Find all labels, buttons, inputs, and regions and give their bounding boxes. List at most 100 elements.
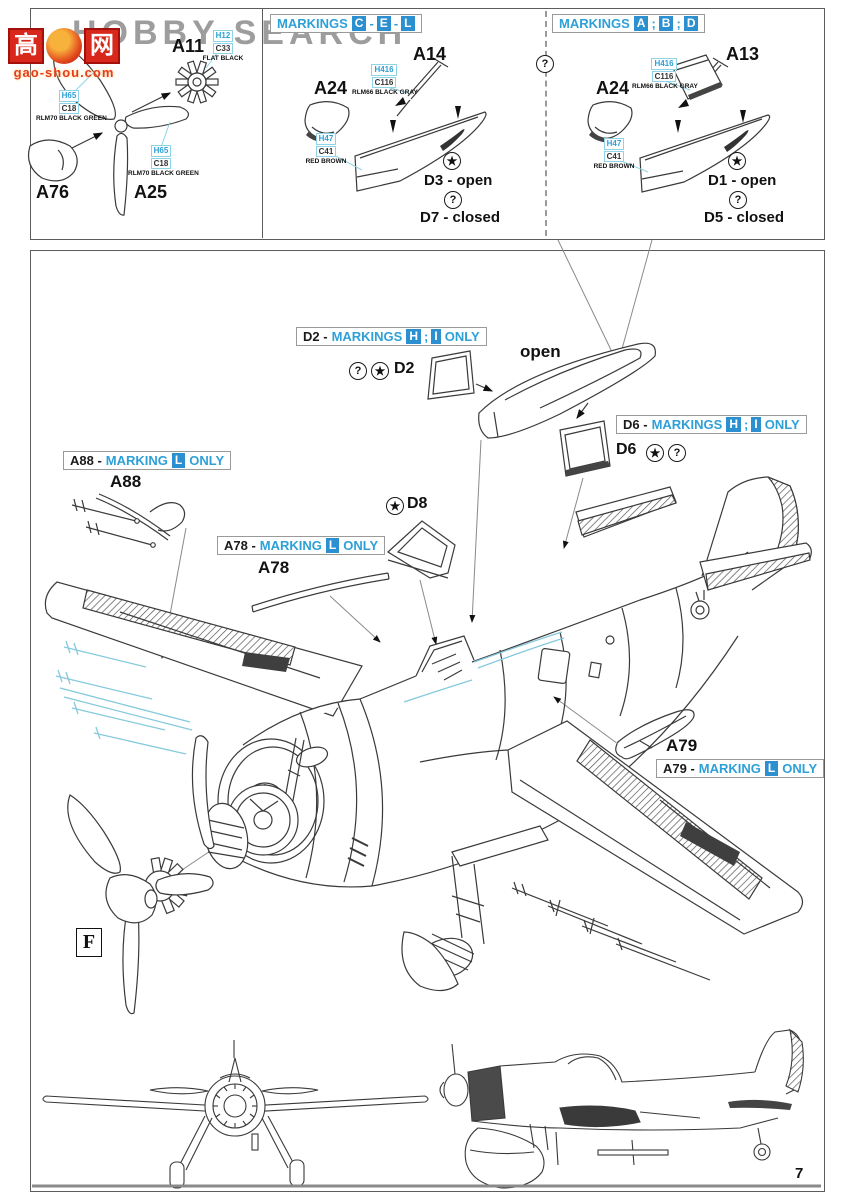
d3-open-label: D3 - open (424, 172, 493, 189)
part-label-a24: A24 (314, 78, 348, 98)
thumb-icon (46, 28, 82, 64)
d1-open-label: D1 - open (708, 172, 777, 189)
gao-shou-logo: 高 网 gao-shou.com (8, 28, 120, 80)
question-circle-icon: ? (349, 362, 367, 380)
side-view-drawing (439, 1028, 804, 1189)
part-ref: A88 - (70, 453, 102, 468)
cooling-fan-a11 (175, 60, 219, 104)
a79-marking-box: A79 - MARKING L ONLY (656, 759, 825, 778)
open-option-star-icon: ★ (386, 497, 404, 515)
markings-word: MARKINGS (559, 16, 630, 31)
open-option-star-icon: ★ (371, 362, 389, 380)
marking-letter-chip: L (325, 538, 340, 553)
main-aircraft-drawing (44, 476, 812, 992)
only-word: ONLY (343, 538, 379, 553)
mr-color-code: C41 (315, 145, 337, 157)
mr-color-code: C116 (371, 76, 397, 88)
part-label-a79: A79 (666, 736, 698, 755)
open-option-star-icon: ★ (646, 444, 664, 462)
canopy-parts-drawing (387, 342, 656, 579)
separator: - (393, 16, 399, 31)
question-circle-icon: ? (536, 55, 554, 73)
color-name: RLM66 BLACK GRAY (632, 83, 698, 90)
part-label-a25: A25 (134, 182, 168, 202)
part-ref: A79 - (663, 761, 695, 776)
marking-letter-chip: L (401, 16, 415, 31)
color-callout-rlm66-abd: H416 C116 RLM66 BLACK GRAY (632, 58, 698, 90)
part-label-a11: A11 (172, 36, 205, 56)
separator: ; (676, 16, 681, 31)
mr-color-code: C41 (603, 150, 625, 162)
open-position-label: open (520, 342, 561, 361)
gunze-code: H47 (603, 138, 625, 150)
gunze-code: H416 (651, 58, 677, 70)
part-ref: A78 - (224, 538, 256, 553)
assembly-ref-f-box: F (76, 928, 102, 957)
color-name: RLM70 BLACK GREEN (36, 115, 107, 122)
part-label-a14: A14 (413, 44, 447, 64)
marking-letter-chip: A (633, 16, 649, 31)
marking-letter-chip: B (658, 16, 674, 31)
top-panel-frame (30, 8, 825, 240)
marking-letter-chip: H (726, 417, 742, 432)
mr-color-code: C116 (651, 70, 677, 82)
marking-letter-chip: I (431, 329, 441, 344)
part-label-a78: A78 (258, 558, 290, 577)
only-word: ONLY (189, 453, 225, 468)
only-word: ONLY (444, 329, 480, 344)
part-label-d2: D2 (394, 360, 415, 377)
color-callout-rlm70-left: H65 C18 RLM70 BLACK GREEN (36, 90, 107, 122)
color-name: RLM66 BLACK GRAY (352, 89, 418, 96)
marking-word: MARKING (105, 453, 168, 468)
gunze-code: H65 (58, 90, 80, 102)
part-ref: D2 - (303, 329, 328, 344)
color-name: RLM70 BLACK GREEN (128, 170, 199, 177)
a78-marking-box: A78 - MARKING L ONLY (217, 536, 386, 555)
a78-part-drawing (251, 572, 390, 613)
question-circle-icon: ? (668, 444, 686, 462)
markings-cel-header: MARKINGS C - E - L (270, 14, 422, 33)
assembled-propeller-drawing (67, 794, 214, 1015)
mr-color-code: C18 (150, 157, 172, 169)
a88-part-drawing (71, 493, 186, 548)
color-callout-flat-black: H12 C33 FLAT BLACK (196, 30, 250, 62)
separator: - (369, 16, 374, 31)
question-circle-icon: ? (444, 191, 462, 209)
separator: ; (744, 417, 749, 432)
color-callout-redbrown-abd: H47 C41 RED BROWN (586, 138, 642, 170)
d2-markings-box: D2 - MARKINGS H ; I ONLY (296, 327, 487, 346)
gao-shou-logo-row: 高 网 (8, 28, 120, 64)
logo-site-text: gao-shou.com (13, 65, 115, 80)
marking-letter-chip: D (683, 16, 699, 31)
d7-closed-label: D7 - closed (420, 209, 501, 226)
part-ref: D6 - (623, 417, 648, 432)
markings-word: MARKINGS (331, 329, 403, 344)
a79-part-drawing (615, 709, 695, 760)
marking-letter-chip: I (751, 417, 761, 432)
d5-closed-label: D5 - closed (704, 209, 785, 226)
part-label-d6: D6 (616, 441, 637, 458)
part-label-a88: A88 (110, 472, 142, 491)
only-word: ONLY (782, 761, 818, 776)
color-name: FLAT BLACK (202, 55, 244, 62)
markings-word: MARKINGS (651, 417, 723, 432)
markings-abd-header: MARKINGS A ; B ; D (552, 14, 706, 33)
gunze-code: H416 (371, 64, 397, 76)
mr-color-code: C33 (212, 42, 234, 54)
gunze-code: H65 (150, 145, 172, 157)
markings-section-dashed-divider (545, 11, 547, 236)
question-circle-icon: ? (729, 191, 747, 209)
color-name: RED BROWN (593, 163, 635, 170)
color-callout-rlm66-cel: H416 C116 RLM66 BLACK GRAY (352, 64, 418, 96)
separator: ; (424, 329, 429, 344)
page-number: 7 (795, 1165, 804, 1182)
mr-color-code: C18 (58, 102, 80, 114)
d6-markings-box: D6 - MARKINGS H ; I ONLY (616, 415, 807, 434)
color-name: RED BROWN (305, 158, 347, 165)
marking-word: MARKING (698, 761, 761, 776)
part-label-a76: A76 (36, 182, 70, 202)
part-label-d8: D8 (407, 495, 428, 512)
logo-char-right: 网 (84, 28, 120, 64)
